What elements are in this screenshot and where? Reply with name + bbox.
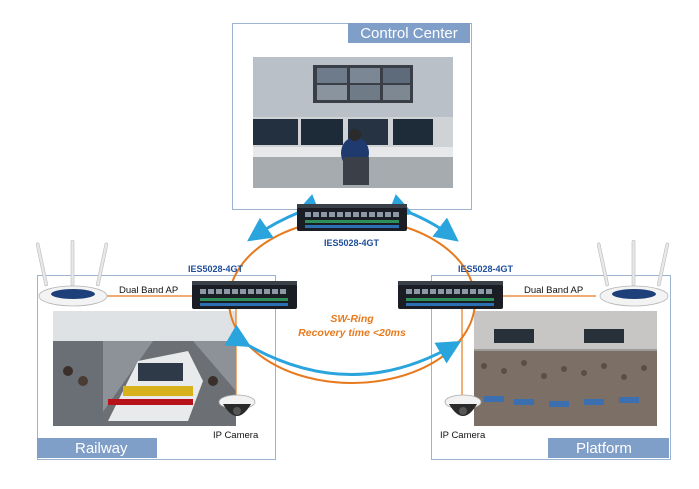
arrow-top-right: [386, 194, 459, 242]
left-ap-icon: [36, 240, 109, 307]
switch-left-icon: [192, 281, 297, 309]
left-camera-label: IP Camera: [213, 430, 259, 441]
right-ap-label: Dual Band AP: [524, 285, 584, 296]
sw-ring-recovery: Recovery time <20ms: [298, 327, 406, 339]
switch-right-label: IES5028-4GT: [458, 264, 514, 274]
control-room-photo: [253, 57, 453, 188]
left-camera-icon: [218, 394, 256, 416]
switch-right-icon: [398, 281, 503, 309]
platform-tag: Platform: [548, 438, 669, 458]
right-ap-icon: [597, 240, 670, 307]
switch-left-label: IES5028-4GT: [188, 264, 244, 274]
arrow-top-left: [247, 194, 322, 242]
control-center-tag: Control Center: [348, 23, 470, 43]
sw-ring-text: SW-Ring Recovery time <20ms: [290, 312, 414, 340]
railway-photo: [53, 311, 236, 426]
left-ap-label: Dual Band AP: [119, 285, 179, 296]
control-center-label: Control Center: [360, 24, 458, 42]
right-camera-icon: [444, 394, 482, 416]
railway-tag: Railway: [37, 438, 157, 458]
platform-photo: [474, 311, 657, 426]
arrow-bottom: [224, 324, 462, 376]
switch-top-icon: [297, 204, 407, 231]
switch-top-label: IES5028-4GT: [324, 238, 380, 248]
sw-ring-title: SW-Ring: [330, 313, 374, 325]
platform-label: Platform: [576, 439, 632, 457]
railway-label: Railway: [75, 439, 128, 457]
right-camera-label: IP Camera: [440, 430, 486, 441]
